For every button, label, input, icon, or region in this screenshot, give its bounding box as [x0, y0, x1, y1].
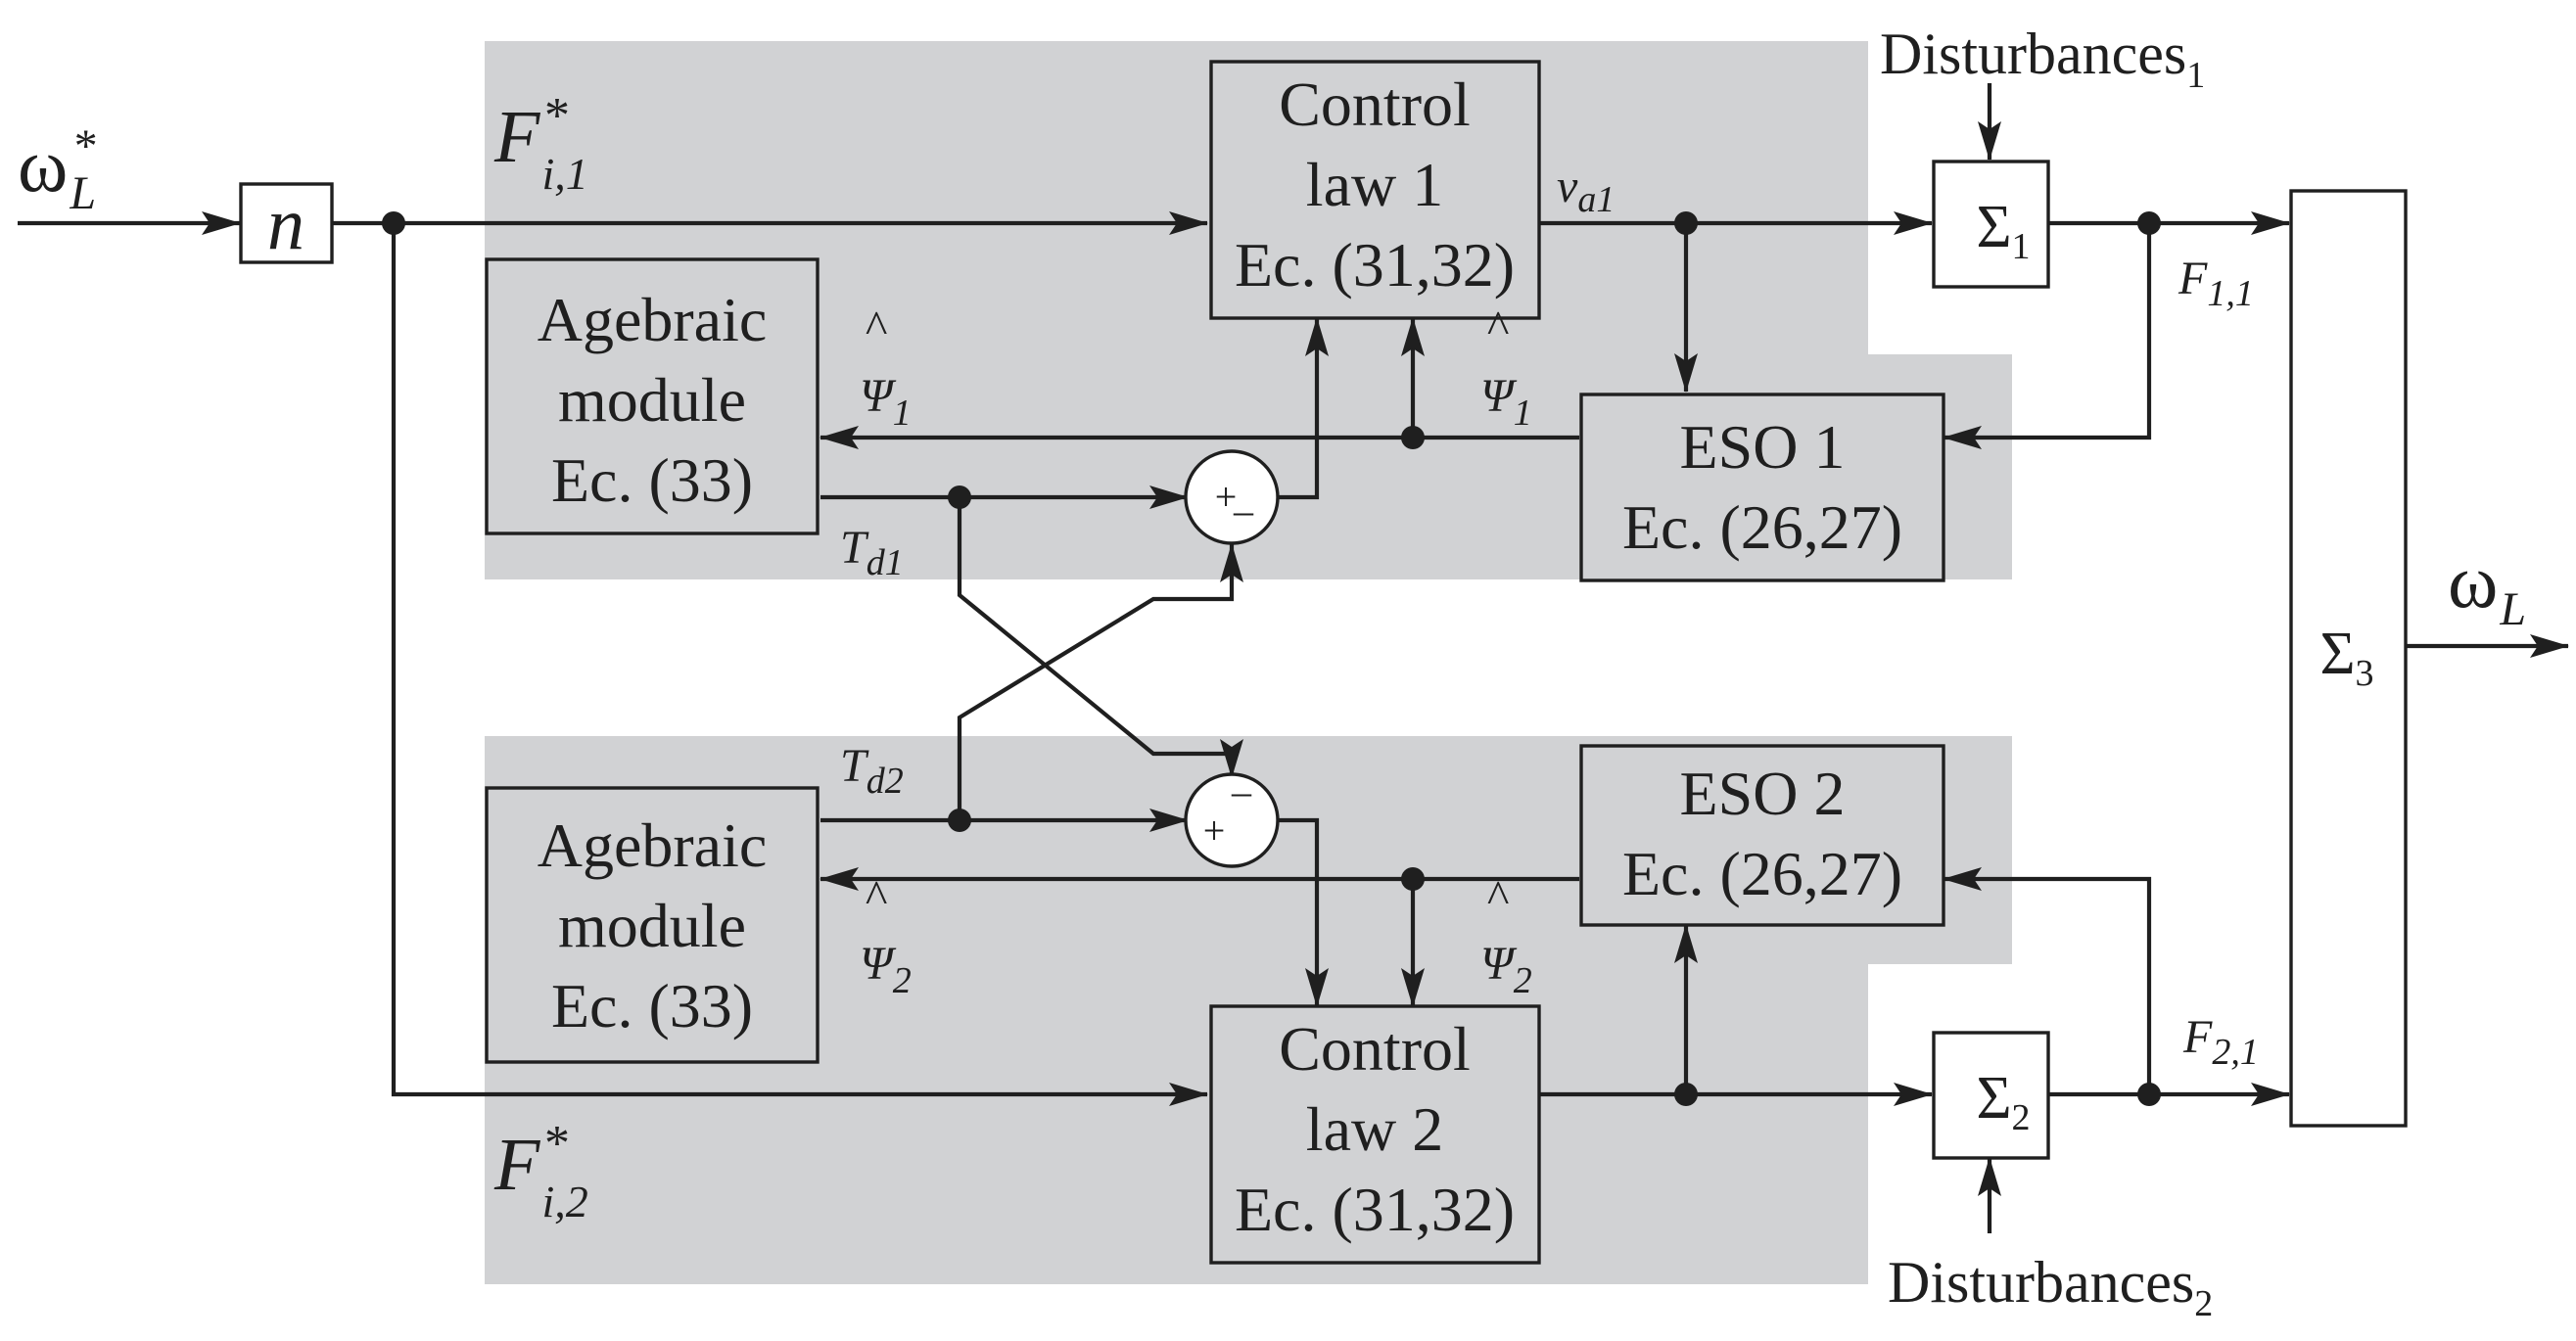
- eso-1-block: [1579, 393, 1945, 582]
- psi2-right-label: Ψ2: [1480, 938, 1532, 1001]
- control-law-2-block: [1209, 1004, 1541, 1265]
- psi1-right-label: Ψ1: [1480, 370, 1532, 434]
- sum-2-label: Σ2: [1976, 1065, 2030, 1138]
- wire-ref2: [391, 223, 1208, 1106]
- f11-label: F1,1: [2178, 253, 2254, 314]
- disturbances-2-label: Disturbances2: [1888, 1250, 2213, 1324]
- control-law-1-line1: Control: [1279, 69, 1471, 139]
- comparator-1-minus: –: [1233, 488, 1254, 532]
- comparator-2-minus: –: [1231, 769, 1252, 813]
- algebraic-module-1-line3: Ec. (33): [551, 445, 753, 515]
- junction-psi1: [1401, 426, 1425, 449]
- junction-psi2: [1401, 867, 1425, 891]
- sum-3-label: Σ3: [2319, 621, 2373, 694]
- algebraic-module-1-block: [485, 257, 820, 535]
- algebraic-module-1-line1: Agebraic: [538, 285, 768, 354]
- sum-1-label: Σ1: [1976, 194, 2030, 267]
- eso-1-line1: ESO 1: [1680, 412, 1846, 482]
- algebraic-module-2-line3: Ec. (33): [551, 971, 753, 1040]
- comparator-1: [1184, 449, 1280, 545]
- eso-2-line2: Ec. (26,27): [1622, 839, 1902, 908]
- junction-td1: [948, 486, 971, 509]
- psi1-left-hat: ^: [865, 301, 887, 353]
- va1-label: va1: [1557, 161, 1615, 220]
- control-law-1-block: [1209, 60, 1541, 320]
- wire-comp1-to-control1: [1279, 317, 1329, 500]
- control-law-1-line2: law 1: [1306, 150, 1443, 219]
- td1-label: Td1: [840, 522, 904, 583]
- sum-2-block: [1932, 1031, 2050, 1160]
- wire-f11-to-eso1: [1943, 223, 2152, 449]
- junction-va1: [1674, 211, 1698, 235]
- eso-2-block: [1579, 744, 1945, 927]
- junction-f21: [2137, 1083, 2161, 1106]
- junction-ref: [382, 211, 405, 235]
- sum-1-block: [1932, 160, 2050, 289]
- control-law-2-line2: law 2: [1306, 1094, 1443, 1164]
- comparator-2-plus: +: [1203, 809, 1226, 853]
- junction-va2: [1674, 1083, 1698, 1106]
- psi2-left-hat: ^: [865, 871, 887, 923]
- psi1-right-hat: ^: [1486, 301, 1509, 353]
- wire-comp2-to-control2: [1279, 817, 1329, 1007]
- output-omega-label: ωL: [2448, 538, 2526, 635]
- comparator-2: [1184, 772, 1280, 868]
- algebraic-module-2-line1: Agebraic: [538, 810, 768, 880]
- algebraic-module-2-line2: module: [558, 891, 746, 960]
- disturbances-1-label: Disturbances1: [1880, 22, 2205, 96]
- comparator-1-plus: +: [1215, 475, 1238, 519]
- junction-f11: [2137, 211, 2161, 235]
- f21-label: F2,1: [2182, 1011, 2259, 1073]
- psi1-left-label: Ψ1: [860, 370, 912, 434]
- psi2-right-hat: ^: [1486, 871, 1509, 923]
- ref1-label: F*i,1: [493, 88, 588, 199]
- input-omega-label: ω*L: [18, 120, 96, 219]
- wire-td2-to-comp1: [957, 543, 1243, 820]
- control-law-2-line3: Ec. (31,32): [1235, 1175, 1515, 1244]
- control-law-1-line3: Ec. (31,32): [1235, 230, 1515, 300]
- psi2-left-label: Ψ2: [860, 938, 912, 1001]
- ref2-label: F*i,2: [493, 1116, 588, 1226]
- wire-td1-to-comp2: [957, 497, 1243, 778]
- sum-3-block: [2289, 189, 2408, 1128]
- eso-2-line1: ESO 2: [1680, 759, 1846, 828]
- wires: [18, 83, 2569, 1233]
- wire-f21-to-eso2: [1943, 867, 2152, 1094]
- control-law-2-line1: Control: [1279, 1014, 1471, 1084]
- gain-block: [239, 182, 334, 264]
- junction-td2: [948, 809, 971, 832]
- td2-label: Td2: [840, 740, 904, 802]
- junctions: [382, 211, 2161, 1106]
- gain-label: n: [267, 183, 304, 265]
- algebraic-module-1-line2: module: [558, 365, 746, 435]
- eso-1-line2: Ec. (26,27): [1622, 492, 1902, 562]
- algebraic-module-2-block: [485, 786, 820, 1064]
